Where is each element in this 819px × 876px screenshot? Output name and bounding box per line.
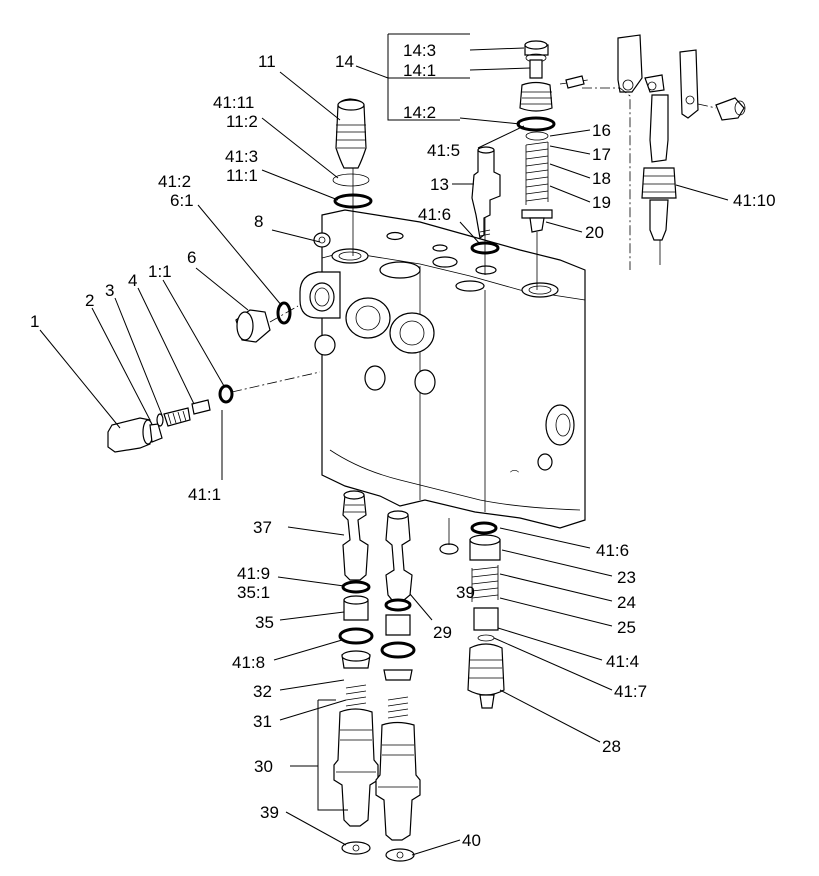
label-41-6-bottom: 41:6: [596, 541, 629, 560]
label-11-2: 11:2: [226, 112, 258, 131]
label-41-2: 41:2: [158, 172, 191, 191]
relief-valve-parts: [107, 301, 321, 453]
label-29: 29: [433, 623, 452, 642]
valve-body: ⌒: [299, 209, 586, 529]
label-37: 37: [253, 518, 272, 537]
label-18: 18: [592, 169, 611, 188]
leader-lines: [39, 33, 729, 856]
label-32: 32: [253, 682, 272, 701]
label-14: 14: [335, 52, 354, 71]
label-20: 20: [585, 223, 604, 242]
label-6: 6: [187, 248, 196, 267]
label-1: 1: [30, 312, 39, 331]
label-41-3: 41:3: [225, 147, 258, 166]
label-41-9: 41:9: [237, 564, 270, 583]
label-13: 13: [430, 175, 449, 194]
label-39-left: 39: [260, 803, 279, 822]
label-8: 8: [254, 212, 263, 231]
label-41-8: 41:8: [232, 653, 265, 672]
label-11: 11: [258, 52, 276, 71]
label-14-2: 14:2: [403, 103, 436, 122]
label-31: 31: [253, 712, 272, 731]
svg-text:⌒: ⌒: [510, 470, 519, 480]
part-labels: 1 2 3 4 1:1 6 41:2 6:1 8 11 41:11 11:2 4…: [30, 41, 776, 850]
label-41-1: 41:1: [188, 485, 221, 504]
label-2: 2: [85, 291, 94, 310]
label-35-1: 35:1: [237, 583, 270, 602]
label-41-5: 41:5: [427, 141, 460, 160]
label-17: 17: [592, 145, 611, 164]
label-41-11: 41:11: [213, 93, 254, 112]
label-6-1: 6:1: [170, 191, 194, 210]
label-41-4: 41:4: [606, 652, 639, 671]
label-41-10: 41:10: [733, 191, 776, 210]
label-11-1: 11:1: [226, 166, 258, 185]
label-40: 40: [462, 831, 481, 850]
label-24: 24: [617, 593, 636, 612]
label-41-6-top: 41:6: [418, 205, 451, 224]
label-39-right: 39: [456, 583, 475, 602]
label-16: 16: [592, 121, 611, 140]
label-4: 4: [128, 271, 137, 290]
label-3: 3: [105, 281, 114, 300]
label-30: 30: [254, 757, 273, 776]
label-35: 35: [255, 613, 274, 632]
label-23: 23: [617, 568, 636, 587]
label-25: 25: [617, 618, 636, 637]
lower-right-parts: [467, 521, 505, 709]
label-19: 19: [592, 193, 611, 212]
lower-spool-parts: [333, 490, 459, 862]
label-28: 28: [602, 737, 621, 756]
top-valve-parts: [332, 34, 746, 290]
label-14-3: 14:3: [403, 41, 436, 60]
label-41-7: 41:7: [614, 682, 647, 701]
label-14-1: 14:1: [403, 61, 436, 80]
label-1-1: 1:1: [148, 262, 172, 281]
